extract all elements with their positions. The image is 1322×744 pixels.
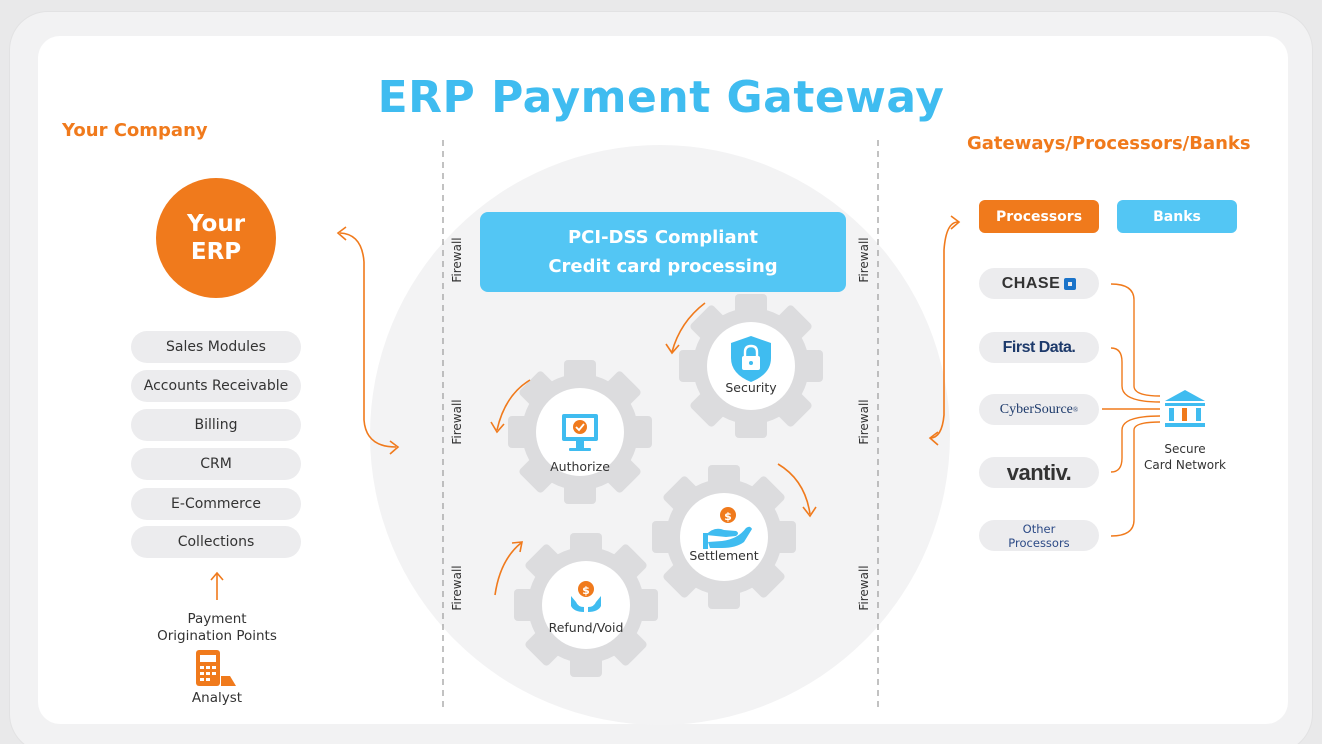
firewall-label: Firewall xyxy=(857,399,871,445)
module-billing: Billing xyxy=(131,409,301,441)
pci-line2: Credit card processing xyxy=(548,256,778,277)
page-title: ERP Payment Gateway xyxy=(377,72,945,123)
origin-line1: Payment xyxy=(187,611,247,627)
hand-coin-icon: $ xyxy=(703,507,752,549)
svg-text:$: $ xyxy=(724,510,732,523)
processors-tab: Processors xyxy=(979,200,1099,233)
module-accounts-receivable: Accounts Receivable xyxy=(131,370,301,402)
settlement-gear xyxy=(652,465,796,609)
chase-logo-icon xyxy=(1064,277,1077,290)
firewall-label: Firewall xyxy=(857,237,871,283)
firstdata-logo: First Data. xyxy=(979,332,1099,363)
firewall-label: Firewall xyxy=(857,565,871,611)
cybersource-logo: CyberSource ® xyxy=(979,394,1099,425)
firewall-label: Firewall xyxy=(450,399,464,445)
vantiv-logo: vantiv. xyxy=(979,457,1099,488)
refund-gear xyxy=(514,533,658,677)
bank-icon xyxy=(1165,390,1205,427)
bank-brackets xyxy=(1102,283,1161,537)
your-erp-circle: Your ERP xyxy=(156,178,276,298)
calculator-icon xyxy=(196,650,236,686)
gateways-heading: Gateways/Processors/Banks xyxy=(967,133,1251,154)
monitor-check-icon xyxy=(562,414,598,451)
module-sales: Sales Modules xyxy=(131,331,301,363)
refund-hand-coin-icon: $ xyxy=(571,581,601,612)
authorize-label: Authorize xyxy=(550,459,610,474)
refund-void-label: Refund/Void xyxy=(548,620,624,635)
pci-line1: PCI-DSS Compliant xyxy=(567,227,759,248)
process-arrows xyxy=(490,302,817,596)
other-processors: Other Processors xyxy=(979,520,1099,551)
module-crm: CRM xyxy=(131,448,301,480)
svg-text:$: $ xyxy=(582,584,590,597)
up-arrow-icon xyxy=(210,571,224,600)
erp-line2: ERP xyxy=(190,239,242,265)
processor-connector-arrow xyxy=(928,215,961,446)
chase-logo: CHASE xyxy=(979,268,1099,299)
banks-tab: Banks xyxy=(1117,200,1237,233)
erp-line1: Your xyxy=(186,211,246,237)
module-collections: Collections xyxy=(131,526,301,558)
analyst-label: Analyst xyxy=(191,690,243,706)
firewall-label: Firewall xyxy=(450,565,464,611)
payment-origination-label: Payment Origination Points xyxy=(137,611,297,645)
security-label: Security xyxy=(725,380,777,395)
lock-shield-icon xyxy=(731,336,771,382)
origin-line2: Origination Points xyxy=(157,628,277,644)
your-company-heading: Your Company xyxy=(62,120,208,141)
pci-compliance-box: PCI-DSS Compliant Credit card processing xyxy=(480,212,846,292)
module-ecommerce: E-Commerce xyxy=(131,488,301,520)
secure-card-network-label: Secure Card Network xyxy=(1144,442,1226,472)
firewall-label: Firewall xyxy=(450,237,464,283)
settlement-label: Settlement xyxy=(689,548,759,563)
erp-connector-arrow xyxy=(336,226,400,455)
